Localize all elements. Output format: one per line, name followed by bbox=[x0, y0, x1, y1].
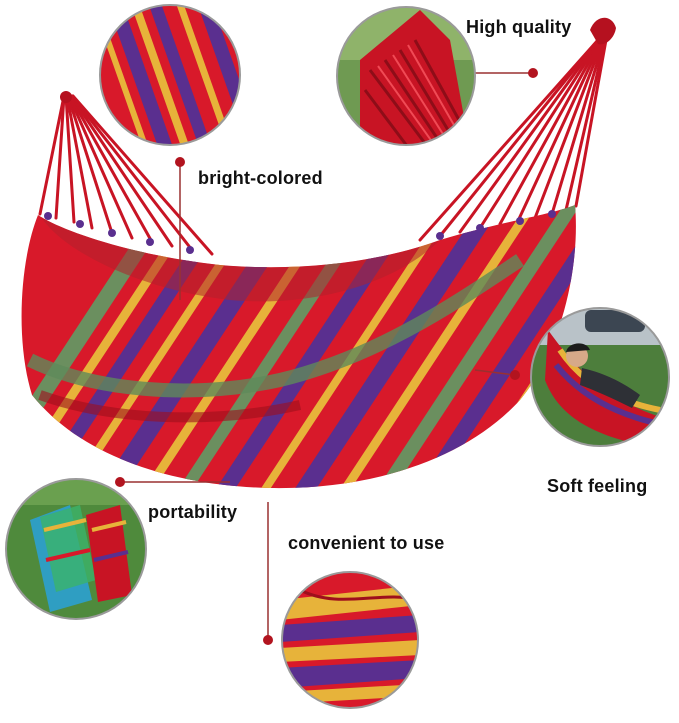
left-ropes bbox=[38, 94, 214, 256]
label-convenient-to-use: convenient to use bbox=[288, 533, 445, 553]
leader-dots bbox=[115, 68, 538, 645]
packed-hammock-bags-icon bbox=[5, 478, 147, 620]
label-portability: portability bbox=[148, 502, 238, 522]
label-high-quality: High quality bbox=[466, 17, 572, 37]
right-ropes bbox=[418, 38, 608, 242]
rope-tassel-closeup-icon bbox=[336, 6, 476, 146]
main-hammock bbox=[21, 17, 616, 489]
label-bright-colored: bright-colored bbox=[198, 168, 323, 188]
dot-bright-colored bbox=[175, 157, 185, 167]
label-soft-feeling: Soft feeling bbox=[547, 476, 648, 496]
dot-portability bbox=[115, 477, 125, 487]
striped-fabric-closeup-icon bbox=[99, 4, 241, 146]
leader-lines bbox=[120, 72, 533, 640]
dot-soft-feeling bbox=[510, 370, 520, 380]
folded-fabric-closeup-icon bbox=[281, 571, 419, 709]
dot-convenient bbox=[263, 635, 273, 645]
dot-high-quality bbox=[528, 68, 538, 78]
person-in-hammock-icon bbox=[530, 307, 670, 447]
edge-tassels bbox=[44, 210, 556, 254]
